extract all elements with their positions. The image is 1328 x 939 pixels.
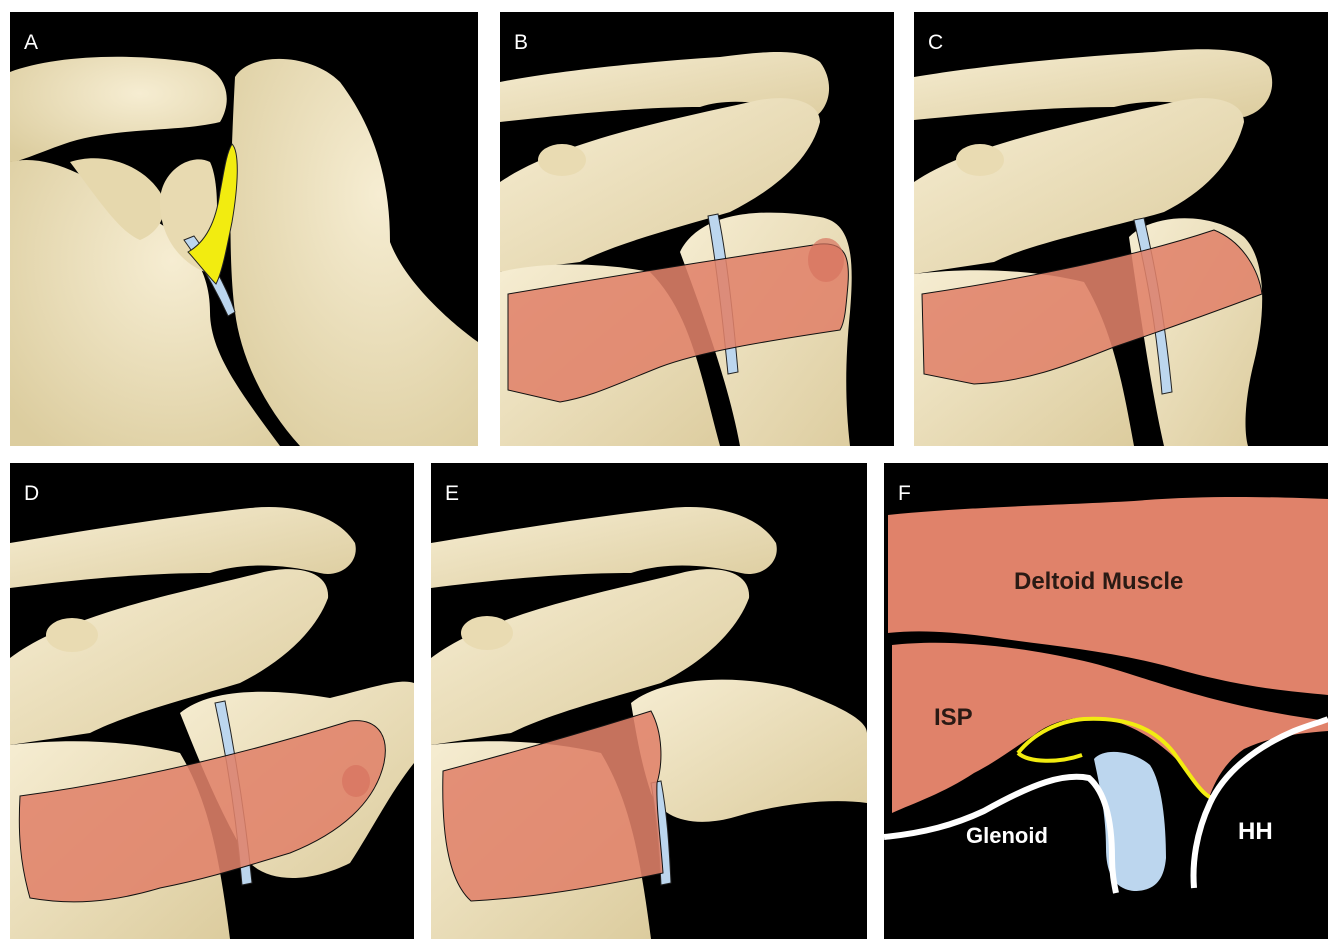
panel-c-illustration: [914, 12, 1328, 446]
glenoid-cartilage: [1094, 752, 1166, 891]
panel-f: Deltoid Muscle ISP Glenoid HH F: [884, 463, 1328, 939]
panel-f-schematic: Deltoid Muscle ISP Glenoid HH: [884, 463, 1328, 939]
acromion: [10, 57, 227, 162]
panel-label-c: C: [928, 32, 943, 53]
glenoid-region: [230, 59, 478, 446]
panel-b: B: [500, 12, 894, 446]
panel-d: D: [10, 463, 414, 939]
tuberosity-bump: [342, 765, 370, 797]
hh-label: HH: [1238, 818, 1273, 845]
panel-e: E: [431, 463, 867, 939]
coracoid: [956, 144, 1004, 176]
panel-label-e: E: [445, 483, 459, 504]
panel-d-illustration: [10, 463, 414, 939]
panel-a-illustration: [10, 12, 478, 446]
humerus: [631, 680, 867, 822]
tuberosity-bump: [808, 238, 844, 282]
panel-label-a: A: [24, 32, 38, 53]
panel-e-illustration: [431, 463, 867, 939]
panel-label-d: D: [24, 483, 39, 504]
muscle-overlay: [443, 711, 663, 901]
isp-label: ISP: [934, 704, 973, 731]
glenoid-label: Glenoid: [966, 823, 1048, 848]
panel-label-b: B: [514, 32, 528, 53]
deltoid-label: Deltoid Muscle: [1014, 568, 1183, 595]
panel-label-f: F: [898, 483, 911, 504]
panel-c: C: [914, 12, 1328, 446]
coracoid: [46, 618, 98, 652]
panel-a: A: [10, 12, 478, 446]
coracoid: [461, 616, 513, 650]
panel-b-illustration: [500, 12, 894, 446]
coracoid: [538, 144, 586, 176]
